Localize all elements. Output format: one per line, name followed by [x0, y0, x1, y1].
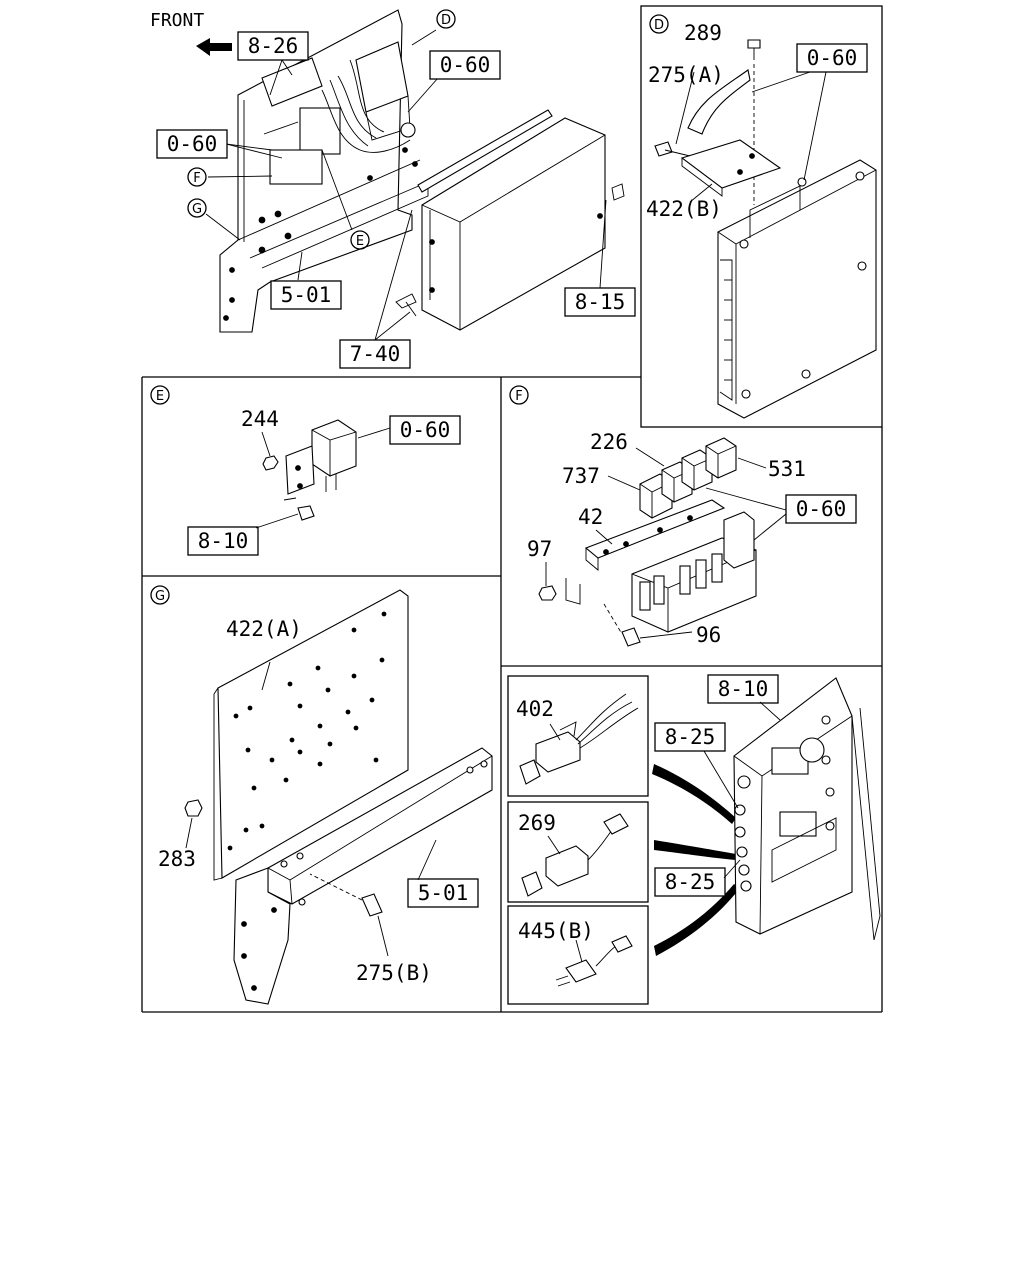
- ref-0-60-top: 0-60: [429, 50, 501, 80]
- svg-text:8-15: 8-15: [575, 290, 626, 314]
- label-275a: 275(A): [648, 63, 724, 87]
- panel-frames: [141, 5, 883, 1013]
- svg-text:0-60: 0-60: [796, 497, 847, 521]
- ref-8-15: 8-15: [564, 287, 636, 317]
- ref-5-01-main: 5-01: [270, 280, 342, 310]
- panel-h: 402 269 445(B): [507, 674, 881, 1005]
- label-269: 269: [518, 811, 556, 835]
- svg-text:0-60: 0-60: [167, 132, 218, 156]
- svg-text:5-01: 5-01: [418, 881, 469, 905]
- ref-8-25-bottom: 8-25: [654, 867, 726, 897]
- label-97: 97: [527, 537, 552, 561]
- ref-8-26: 8-26: [237, 31, 309, 61]
- label-96: 96: [696, 623, 721, 647]
- svg-text:0-60: 0-60: [807, 46, 858, 70]
- ref-0-60-f: 0-60: [785, 494, 857, 524]
- svg-text:8-26: 8-26: [248, 34, 299, 58]
- svg-text:8-25: 8-25: [665, 725, 716, 749]
- label-531: 531: [768, 457, 806, 481]
- panel-g: G 422(A) 283 275(B) 5-01: [150, 585, 493, 1005]
- svg-text:G: G: [155, 589, 165, 604]
- svg-text:E: E: [356, 234, 364, 249]
- label-445b: 445(B): [518, 919, 594, 943]
- label-226: 226: [590, 430, 628, 454]
- svg-text:F: F: [193, 171, 200, 186]
- label-402: 402: [516, 697, 554, 721]
- ref-8-25-top: 8-25: [654, 722, 726, 752]
- ref-5-01-g: 5-01: [407, 878, 479, 908]
- panel-g-title: G: [150, 585, 170, 605]
- panel-d: D 289 275(A) 422(B) 0-60: [646, 14, 877, 419]
- svg-text:E: E: [156, 389, 164, 404]
- svg-text:D: D: [441, 13, 451, 28]
- label-275b: 275(B): [356, 961, 432, 985]
- plate-holes: [227, 611, 387, 851]
- ref-8-10-e: 8-10: [187, 526, 259, 556]
- ref-8-10-h: 8-10: [707, 674, 779, 704]
- svg-text:0-60: 0-60: [400, 418, 451, 442]
- label-289: 289: [684, 21, 722, 45]
- ref-0-60-d: 0-60: [796, 43, 868, 73]
- label-42: 42: [578, 505, 603, 529]
- svg-text:8-25: 8-25: [665, 870, 716, 894]
- panel-e-title: E: [150, 385, 170, 405]
- svg-text:0-60: 0-60: [440, 53, 491, 77]
- ref-0-60-left: 0-60: [156, 129, 228, 159]
- label-244: 244: [241, 407, 279, 431]
- panel-d-title: D: [649, 14, 669, 34]
- ref-7-40: 7-40: [339, 339, 411, 369]
- panel-f-title: F: [509, 385, 529, 405]
- panel-f: F 226 737 531 42 97 96 0-60: [509, 385, 857, 647]
- callout-g: G: [187, 198, 207, 218]
- svg-text:G: G: [192, 202, 202, 217]
- svg-text:5-01: 5-01: [281, 283, 332, 307]
- main-view: FRONT: [150, 9, 636, 369]
- panel-e: E 244 0-60 8-10: [150, 385, 461, 556]
- svg-text:D: D: [654, 18, 664, 33]
- front-arrow-icon: [196, 38, 232, 56]
- ref-0-60-e: 0-60: [389, 415, 461, 445]
- label-422a: 422(A): [226, 617, 302, 641]
- svg-text:F: F: [515, 389, 522, 404]
- label-737: 737: [562, 464, 600, 488]
- callout-e: E: [350, 230, 370, 250]
- svg-text:7-40: 7-40: [350, 342, 401, 366]
- svg-text:8-10: 8-10: [198, 529, 249, 553]
- label-422b: 422(B): [646, 197, 722, 221]
- callout-f: F: [187, 167, 207, 187]
- label-283: 283: [158, 847, 196, 871]
- callout-d: D: [436, 9, 456, 29]
- front-label: FRONT: [150, 10, 204, 31]
- svg-text:8-10: 8-10: [718, 677, 769, 701]
